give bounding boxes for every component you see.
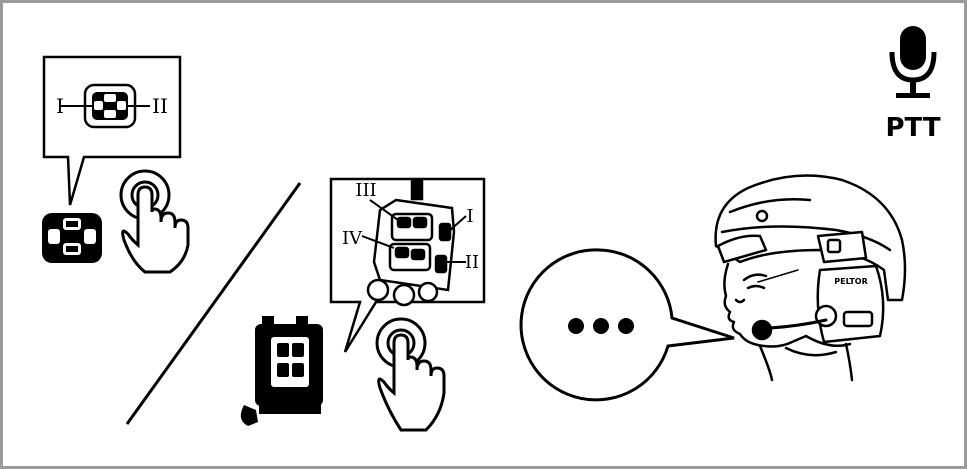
middle-label-III: III	[355, 180, 376, 201]
left-label-I: I	[56, 94, 64, 118]
ellipsis-icon	[568, 318, 634, 334]
middle-label-II: II	[465, 252, 479, 273]
middle-label-IV: IV	[342, 228, 363, 249]
left-label-II: II	[152, 94, 168, 118]
headset-brand-label: PELTOR	[834, 277, 868, 286]
left-button-pad-device	[42, 213, 102, 263]
ptt-label: PTT	[885, 113, 940, 143]
middle-label-I: I	[466, 206, 473, 227]
